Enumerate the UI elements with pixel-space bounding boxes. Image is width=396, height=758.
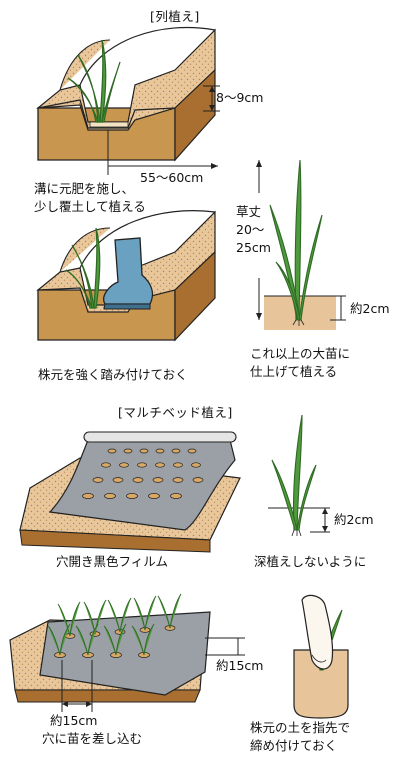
mulch-bed-figure (9, 593, 245, 712)
step2-label: 株元を強く踏み付けておく (38, 367, 188, 382)
side-spacing-label: 約15cm (216, 658, 264, 673)
firm-line1: 株元の土を指先で (250, 720, 351, 735)
firm-line2: 締め付けておく (250, 738, 338, 753)
big-seedling-figure (256, 159, 346, 330)
stepping-figure (36, 210, 216, 342)
height-label-3: 25cm (236, 240, 271, 255)
film-figure (19, 431, 241, 553)
bed-seedlings (47, 593, 182, 656)
section-title-multi-bed: [マルチベッド植え] (118, 405, 233, 420)
step1-line1: 溝に元肥を施し、 (34, 181, 135, 196)
height-label-2: 20〜 (236, 222, 265, 237)
section-title-row-planting: [列植え] (150, 9, 200, 24)
big-seedling-line1: これ以上の大苗に (250, 346, 351, 361)
hand-figure (293, 594, 349, 719)
height-label-1: 草丈 (236, 204, 262, 219)
film-holes (82, 448, 204, 499)
trench-figure (36, 26, 220, 175)
shallow-seedling-figure (268, 414, 330, 537)
step1-line2: 少し覆土して植える (34, 199, 146, 214)
row-spacing-label: 55〜60cm (140, 170, 204, 185)
insert-label: 穴に苗を差し込む (42, 731, 143, 746)
depth-2cm-label-b: 約2cm (334, 512, 374, 527)
depth-2cm-label-a: 約2cm (350, 301, 390, 316)
trench-depth-label: 8〜9cm (216, 90, 264, 105)
shallow-label: 深植えしないように (254, 554, 367, 569)
big-seedling-line2: 仕上げて植える (250, 364, 338, 379)
film-label: 穴開き黒色フィルム (56, 554, 169, 569)
bottom-spacing-label: 約15cm (50, 713, 98, 728)
